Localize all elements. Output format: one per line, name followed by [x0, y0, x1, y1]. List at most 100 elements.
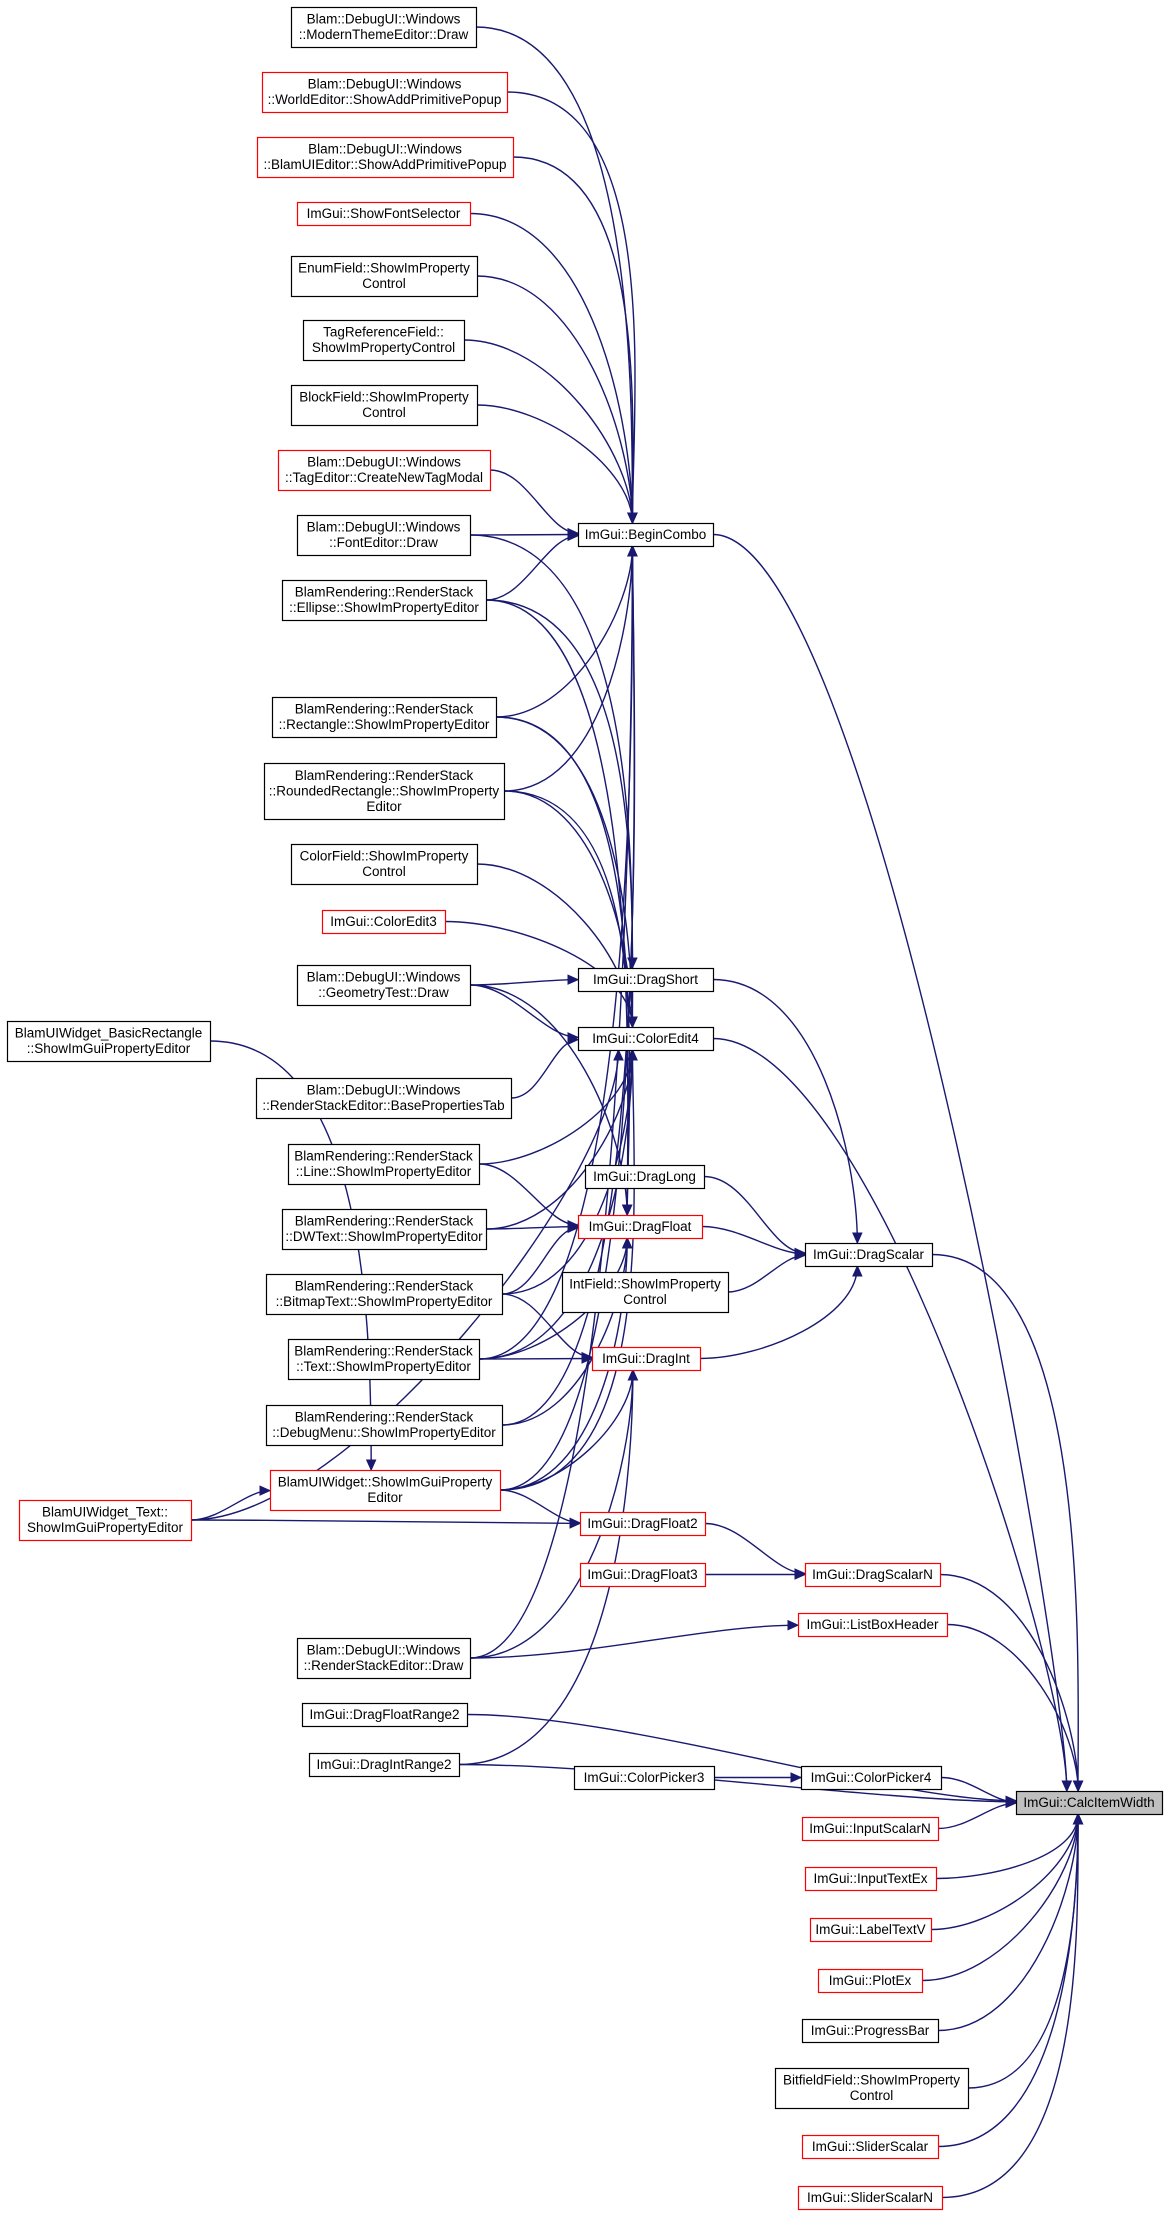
edge-arrowhead	[627, 1016, 638, 1029]
edge-geometry_test-to-drag_short	[469, 978, 579, 986]
node-rs_ellipse[interactable]: BlamRendering::RenderStack::Ellipse::Sho…	[281, 579, 488, 622]
node-color_picker4[interactable]: ImGui::ColorPicker4	[800, 1765, 943, 1791]
node-slider_scalar_n[interactable]: ImGui::SliderScalarN	[797, 2185, 944, 2211]
node-box	[261, 71, 509, 114]
edge-rs_rectangle-to-begin_combo	[495, 545, 634, 718]
node-label_text_v[interactable]: ImGui::LabelTextV	[809, 1917, 933, 1943]
node-label-line: Blam::DebugUI::Windows	[308, 77, 462, 92]
edge-drag_int_range2-to-calc_item_width	[458, 1763, 1017, 1803]
edge-arrowhead	[1072, 1780, 1084, 1793]
edge-drag_short-to-drag_scalar	[712, 978, 859, 1244]
node-label-line: Control	[362, 864, 406, 879]
node-box	[302, 319, 466, 362]
edge-arrowhead	[567, 974, 580, 985]
node-block_field[interactable]: BlockField::ShowImPropertyControl	[290, 384, 479, 427]
node-progress_bar[interactable]: ImGui::ProgressBar	[801, 2018, 940, 2044]
node-bitfield_field[interactable]: BitfieldField::ShowImPropertyControl	[774, 2067, 970, 2110]
node-list_box_header[interactable]: ImGui::ListBoxHeader	[797, 1612, 949, 1638]
node-drag_long[interactable]: ImGui::DragLong	[584, 1164, 706, 1190]
node-drag_float2[interactable]: ImGui::DragFloat2	[579, 1511, 707, 1537]
edge-int_field-to-drag_scalar	[727, 1254, 806, 1293]
node-drag_int[interactable]: ImGui::DragInt	[591, 1346, 702, 1372]
node-label-line: ImGui::SliderScalarN	[807, 2190, 933, 2205]
node-label-line: BlockField::ShowImProperty	[299, 390, 469, 405]
node-rs_editor_base[interactable]: Blam::DebugUI::Windows::RenderStackEdito…	[255, 1077, 513, 1120]
node-geometry_test[interactable]: Blam::DebugUI::Windows::GeometryTest::Dr…	[296, 964, 472, 1007]
node-box	[579, 1511, 707, 1537]
node-drag_float_range2[interactable]: ImGui::DragFloatRange2	[301, 1702, 469, 1728]
node-drag_float[interactable]: ImGui::DragFloat	[577, 1214, 704, 1240]
node-world_editor[interactable]: Blam::DebugUI::Windows::WorldEditor::Sho…	[261, 71, 509, 114]
edge-color_edit3-to-color_edit4	[444, 920, 634, 1028]
node-plot_ex[interactable]: ImGui::PlotEx	[817, 1968, 924, 1994]
node-box	[1015, 1790, 1164, 1816]
edge-arrowhead	[627, 512, 638, 525]
node-color_field[interactable]: ColorField::ShowImPropertyControl	[290, 843, 479, 886]
node-label-line: ImGui::DragFloat2	[587, 1516, 697, 1531]
node-rs_editor_draw[interactable]: Blam::DebugUI::Windows::RenderStackEdito…	[296, 1637, 472, 1680]
edge-rs_editor_draw-to-begin_combo	[469, 545, 634, 1659]
node-show_font_selector[interactable]: ImGui::ShowFontSelector	[296, 201, 472, 227]
node-label-line: ImGui::BeginCombo	[585, 527, 707, 542]
node-label-line: ImGui::DragFloatRange2	[309, 1707, 459, 1722]
node-box	[296, 964, 472, 1007]
node-enum_field[interactable]: EnumField::ShowImPropertyControl	[290, 255, 479, 298]
node-basic_rect_widget[interactable]: BlamUIWidget_BasicRectangle::ShowImGuiPr…	[6, 1020, 212, 1063]
node-label-line: ::TagEditor::CreateNewTagModal	[285, 470, 483, 485]
node-drag_scalar[interactable]: ImGui::DragScalar	[804, 1242, 934, 1268]
node-label-line: BlamRendering::RenderStack	[295, 1214, 474, 1229]
node-ui_widget[interactable]: BlamUIWidget::ShowImGuiPropertyEditor	[269, 1469, 502, 1512]
node-modern_theme[interactable]: Blam::DebugUI::Windows::ModernThemeEdito…	[290, 6, 478, 49]
node-rs_dwtext[interactable]: BlamRendering::RenderStack::DWText::Show…	[281, 1208, 488, 1251]
node-ui_widget_text[interactable]: BlamUIWidget_Text::ShowImGuiPropertyEdit…	[18, 1499, 193, 1542]
node-rs_text[interactable]: BlamRendering::RenderStack::Text::ShowIm…	[287, 1338, 481, 1381]
node-label-line: BlamRendering::RenderStack	[295, 768, 474, 783]
node-input_scalar_n[interactable]: ImGui::InputScalarN	[801, 1816, 940, 1842]
node-rs_debugmenu[interactable]: BlamRendering::RenderStack::DebugMenu::S…	[265, 1404, 504, 1447]
node-rs_rectangle[interactable]: BlamRendering::RenderStack::Rectangle::S…	[271, 696, 498, 739]
edge-arrowhead	[794, 1569, 807, 1580]
node-box	[577, 1214, 704, 1240]
node-rs_line[interactable]: BlamRendering::RenderStack::Line::ShowIm…	[287, 1143, 481, 1186]
node-box	[296, 201, 472, 227]
node-label-line: ::BlamUIEditor::ShowAddPrimitivePopup	[263, 157, 506, 172]
node-label-line: ImGui::ColorPicker3	[584, 1770, 705, 1785]
node-label-line: ImGui::DragScalarN	[812, 1567, 933, 1582]
node-font_editor[interactable]: Blam::DebugUI::Windows::FontEditor::Draw	[296, 514, 472, 557]
edge-drag_long-to-drag_scalar	[703, 1175, 806, 1254]
node-drag_short[interactable]: ImGui::DragShort	[577, 967, 715, 993]
node-color_picker3[interactable]: ImGui::ColorPicker3	[573, 1765, 716, 1791]
edge-label_text_v-to-calc_item_width	[930, 1813, 1079, 1931]
edge-rs_editor_draw-to-drag_int	[469, 1369, 634, 1659]
edge-drag_scalar-to-calc_item_width	[931, 1253, 1079, 1792]
edge-ui_widget_text-to-drag_float2	[190, 1519, 581, 1525]
node-blamui_editor[interactable]: Blam::DebugUI::Windows::BlamUIEditor::Sh…	[256, 136, 515, 179]
node-drag_float3[interactable]: ImGui::DragFloat3	[579, 1562, 707, 1588]
node-int_field[interactable]: IntField::ShowImPropertyControl	[561, 1271, 730, 1314]
node-box	[287, 1338, 481, 1381]
node-begin_combo[interactable]: ImGui::BeginCombo	[577, 522, 715, 548]
node-rs_bitmaptext[interactable]: BlamRendering::RenderStack::BitmapText::…	[265, 1273, 504, 1316]
node-label-line: ::GeometryTest::Draw	[318, 985, 449, 1000]
edge-block_field-to-begin_combo	[476, 404, 634, 524]
edge-rs_editor_draw-to-list_box_header	[469, 1624, 799, 1659]
node-label-line: ::RoundedRectangle::ShowImProperty	[269, 783, 500, 798]
node-calc_item_width[interactable]: ImGui::CalcItemWidth	[1015, 1790, 1164, 1816]
node-drag_scalar_n[interactable]: ImGui::DragScalarN	[804, 1562, 942, 1588]
node-label-line: ::RenderStackEditor::BasePropertiesTab	[262, 1098, 504, 1113]
node-tagref_field[interactable]: TagReferenceField::ShowImPropertyControl	[302, 319, 466, 362]
node-tag_editor[interactable]: Blam::DebugUI::Windows::TagEditor::Creat…	[277, 449, 492, 492]
node-label-line: ImGui::DragLong	[593, 1169, 696, 1184]
node-slider_scalar[interactable]: ImGui::SliderScalar	[801, 2134, 940, 2160]
node-color_edit3[interactable]: ImGui::ColorEdit3	[321, 909, 447, 935]
node-label-line: Blam::DebugUI::Windows	[307, 520, 461, 535]
edge-arrowhead	[852, 1264, 863, 1277]
node-drag_int_range2[interactable]: ImGui::DragIntRange2	[308, 1752, 461, 1778]
node-label-line: ImGui::SliderScalar	[812, 2139, 929, 2154]
node-box	[281, 1208, 488, 1251]
node-label-line: ImGui::DragShort	[593, 972, 698, 987]
node-rs_rounded[interactable]: BlamRendering::RenderStack::RoundedRecta…	[263, 762, 506, 821]
node-input_text_ex[interactable]: ImGui::InputTextEx	[804, 1866, 938, 1892]
node-color_edit4[interactable]: ImGui::ColorEdit4	[577, 1026, 715, 1052]
node-label-line: ::BitmapText::ShowImPropertyEditor	[276, 1294, 493, 1309]
